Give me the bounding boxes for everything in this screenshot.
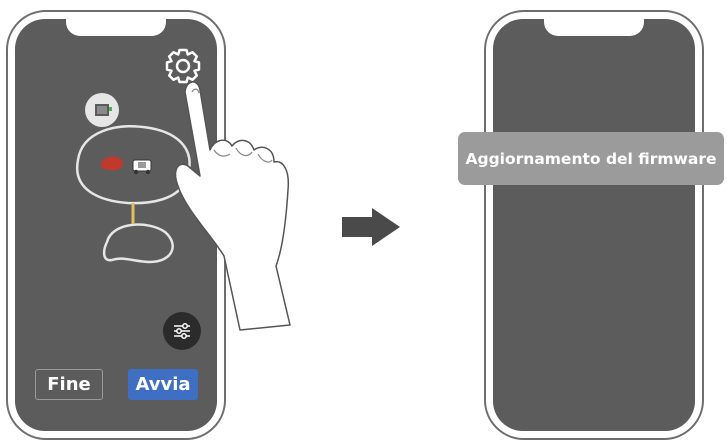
arrow-right-icon xyxy=(342,208,400,246)
gear-icon[interactable] xyxy=(163,46,203,86)
fine-button[interactable]: Fine xyxy=(35,369,103,400)
robot-mower-icon xyxy=(132,159,152,175)
right-phone-notch xyxy=(544,19,644,36)
right-phone-screen xyxy=(493,19,695,431)
avvia-button[interactable]: Avvia xyxy=(128,369,198,400)
adjust-button[interactable] xyxy=(163,312,201,350)
left-phone-notch xyxy=(66,19,166,36)
zone-marker xyxy=(100,156,124,171)
left-phone-screen xyxy=(15,19,217,431)
camera-icon xyxy=(95,104,112,116)
secondary-zone-outline xyxy=(102,223,174,264)
camera-button[interactable] xyxy=(85,93,119,127)
sliders-icon xyxy=(174,323,190,339)
firmware-update-menu-item[interactable]: Aggiornamento del firmware xyxy=(458,132,724,185)
